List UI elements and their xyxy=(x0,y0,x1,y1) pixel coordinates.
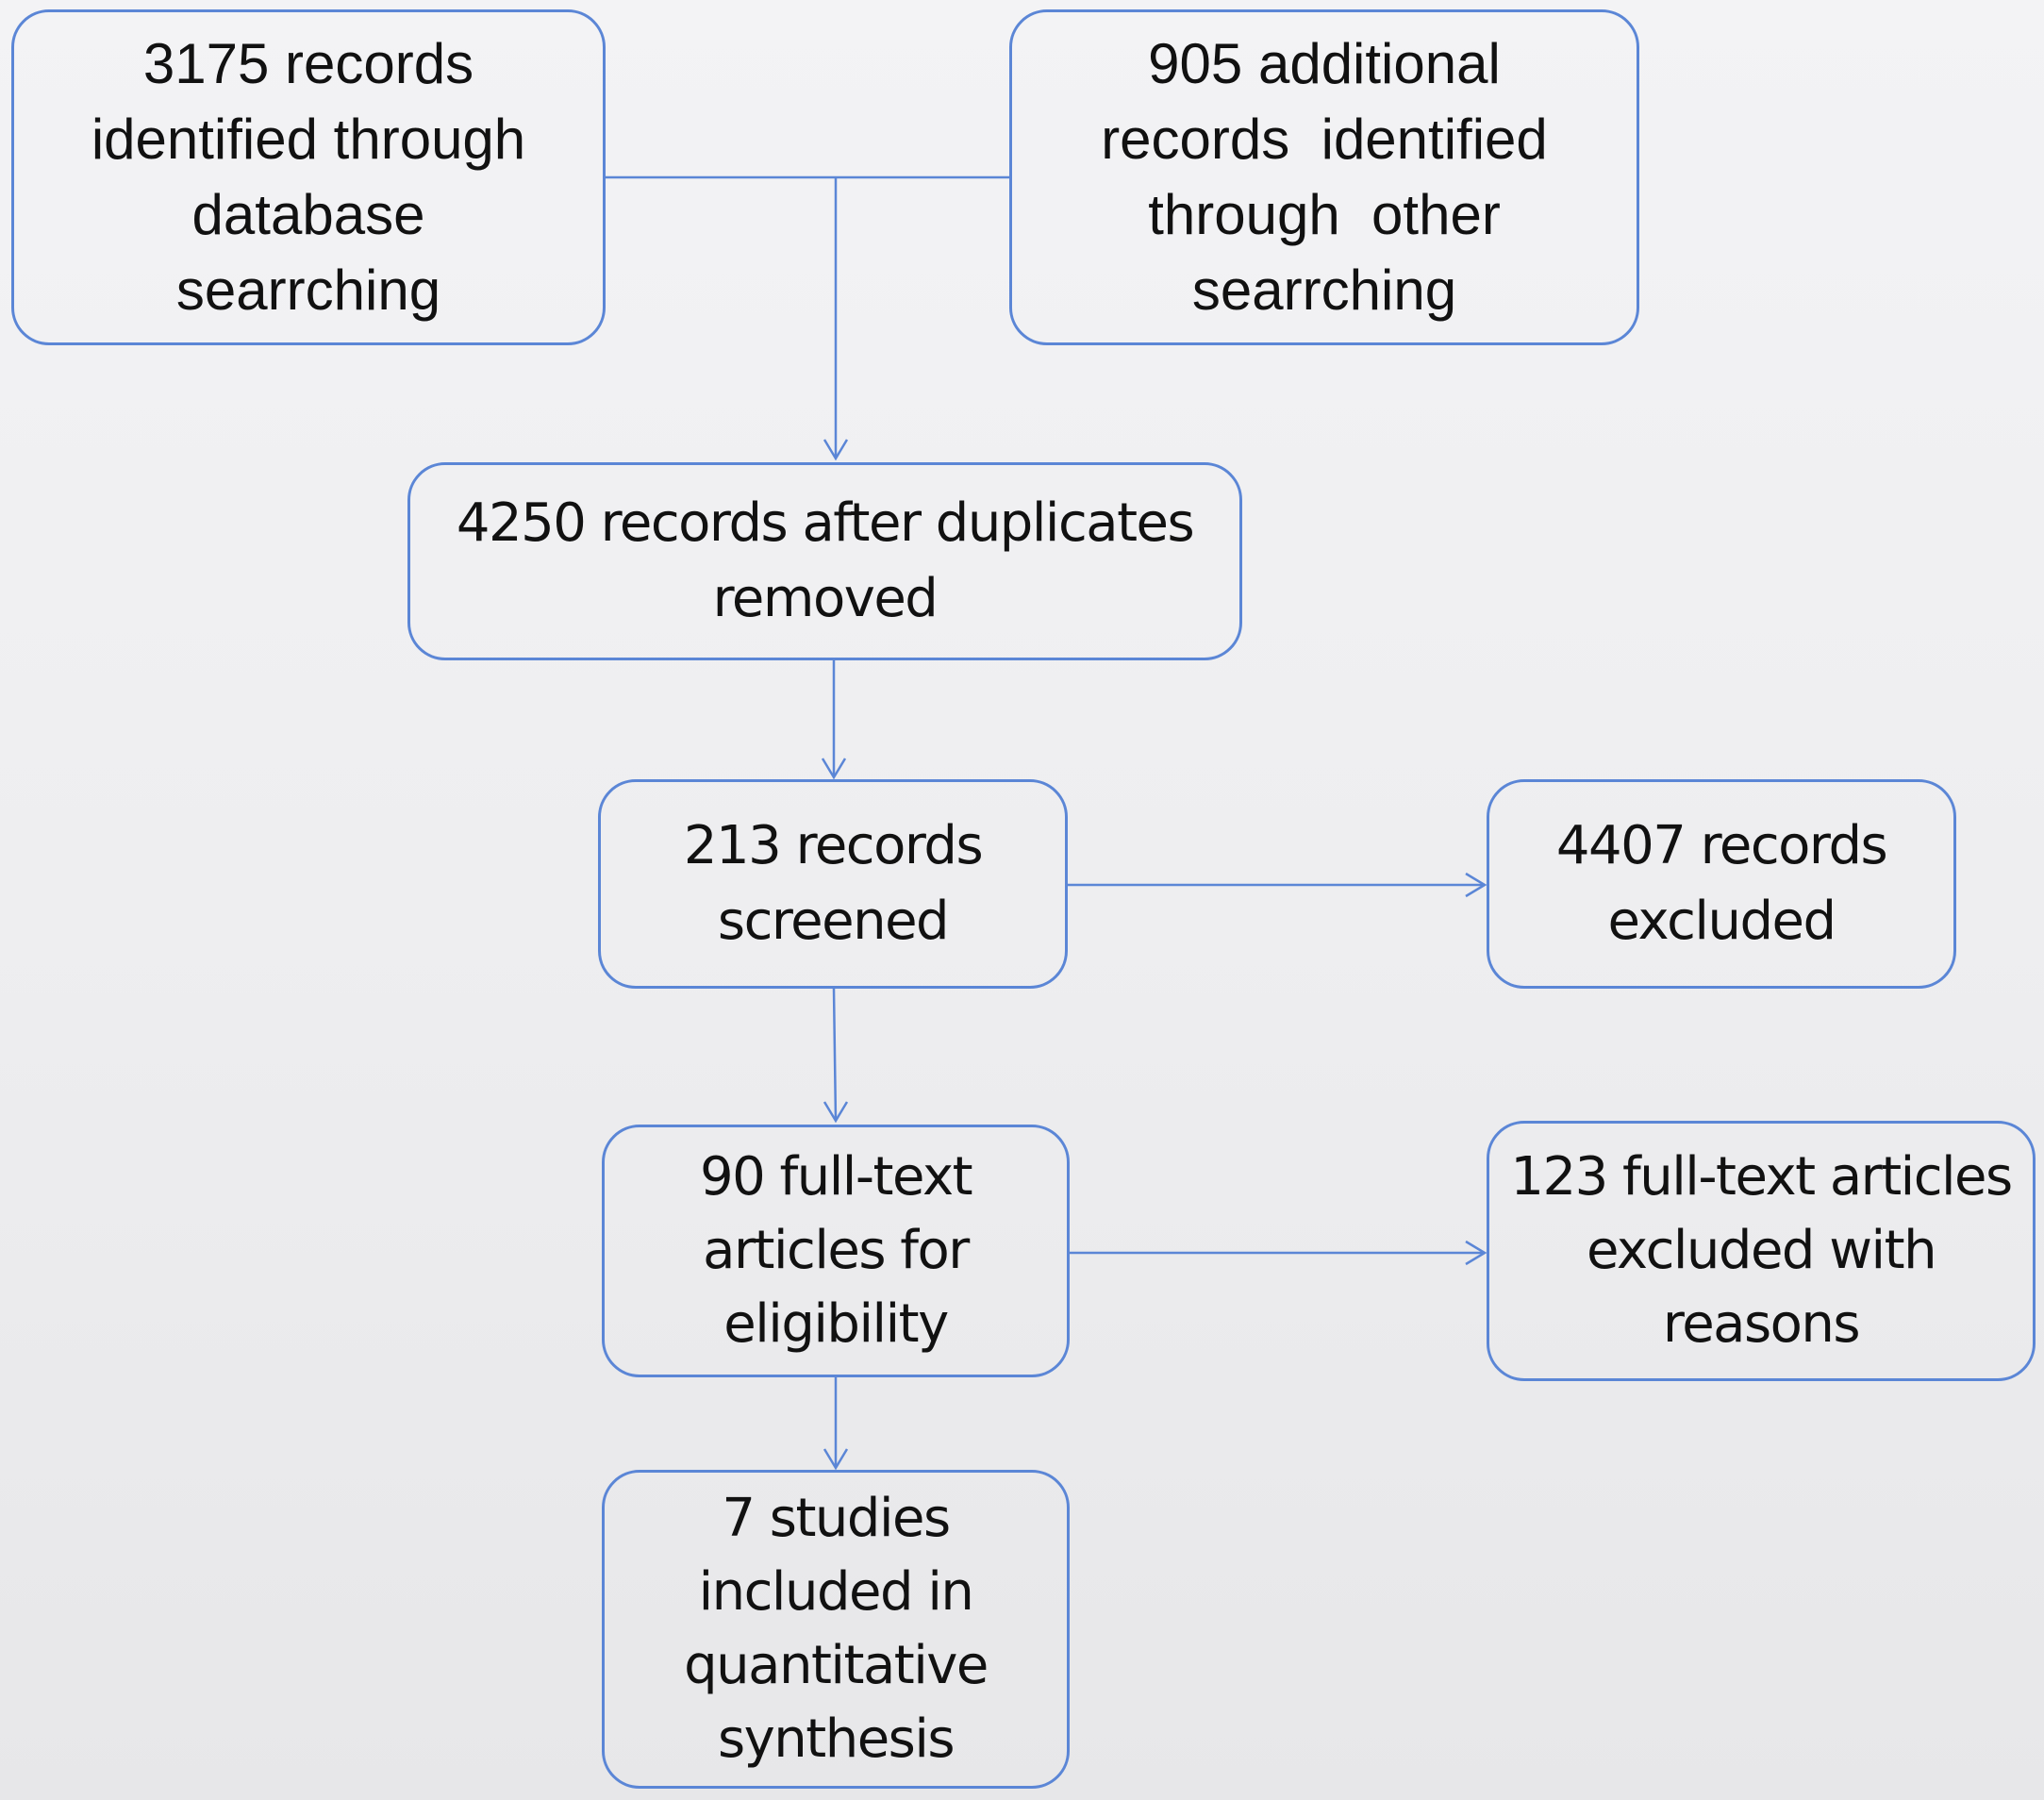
included-line-1: 7 studies xyxy=(722,1488,951,1549)
arrowhead-included xyxy=(823,1448,849,1471)
included-line-2: included in xyxy=(698,1561,974,1623)
dedup-box: 4250 records after duplicates removed xyxy=(407,462,1242,660)
db-search-box: 3175 records identified through database… xyxy=(11,9,606,345)
dedup-line-1: 4250 records after duplicates xyxy=(456,492,1195,554)
fulltext-excluded-line-2: excluded with xyxy=(1586,1220,1937,1281)
db-search-line-4: searrching xyxy=(175,258,441,322)
eligibility-line-1: 90 full-text xyxy=(699,1146,973,1208)
screened-box: 213 records screened xyxy=(598,779,1068,989)
eligibility-box: 90 full-text articles for eligibility xyxy=(602,1125,1070,1377)
included-box: 7 studies included in quantitative synth… xyxy=(602,1470,1070,1789)
eligibility-line-3: eligibility xyxy=(723,1293,949,1355)
db-search-line-1: 3175 records xyxy=(142,32,474,95)
other-search-line-3: through other xyxy=(1148,183,1501,246)
fulltext-excluded-line-1: 123 full-text articles xyxy=(1510,1146,2013,1208)
fulltext-excluded-box: 123 full-text articles excluded with rea… xyxy=(1487,1121,2036,1381)
arrowhead-eligibility xyxy=(823,1101,849,1124)
screened-line-1: 213 records xyxy=(683,815,984,876)
fulltext-excluded-line-3: reasons xyxy=(1662,1293,1861,1355)
arrowhead-fulltext-excluded xyxy=(1465,1240,1487,1266)
db-search-line-3: database xyxy=(191,183,425,246)
excluded-line-1: 4407 records xyxy=(1555,815,1888,876)
arrowhead-dedup xyxy=(823,439,849,461)
other-search-box: 905 additional records identified throug… xyxy=(1009,9,1639,345)
eligibility-line-2: articles for xyxy=(703,1220,970,1281)
included-line-3: quantitative xyxy=(684,1635,989,1696)
dedup-line-2: removed xyxy=(712,568,939,629)
other-search-line-4: searrching xyxy=(1191,258,1457,322)
screened-line-2: screened xyxy=(717,891,950,952)
arrowhead-excluded xyxy=(1465,872,1487,898)
other-search-line-1: 905 additional xyxy=(1148,32,1501,95)
db-search-line-2: identified through xyxy=(91,108,526,171)
excluded-line-2: excluded xyxy=(1607,891,1836,952)
connector-screened-to-eligibility xyxy=(832,988,838,1122)
included-line-4: synthesis xyxy=(717,1708,956,1770)
other-search-line-2: records identified xyxy=(1101,108,1548,171)
excluded-box: 4407 records excluded xyxy=(1487,779,1956,989)
arrowhead-screened xyxy=(821,758,847,780)
